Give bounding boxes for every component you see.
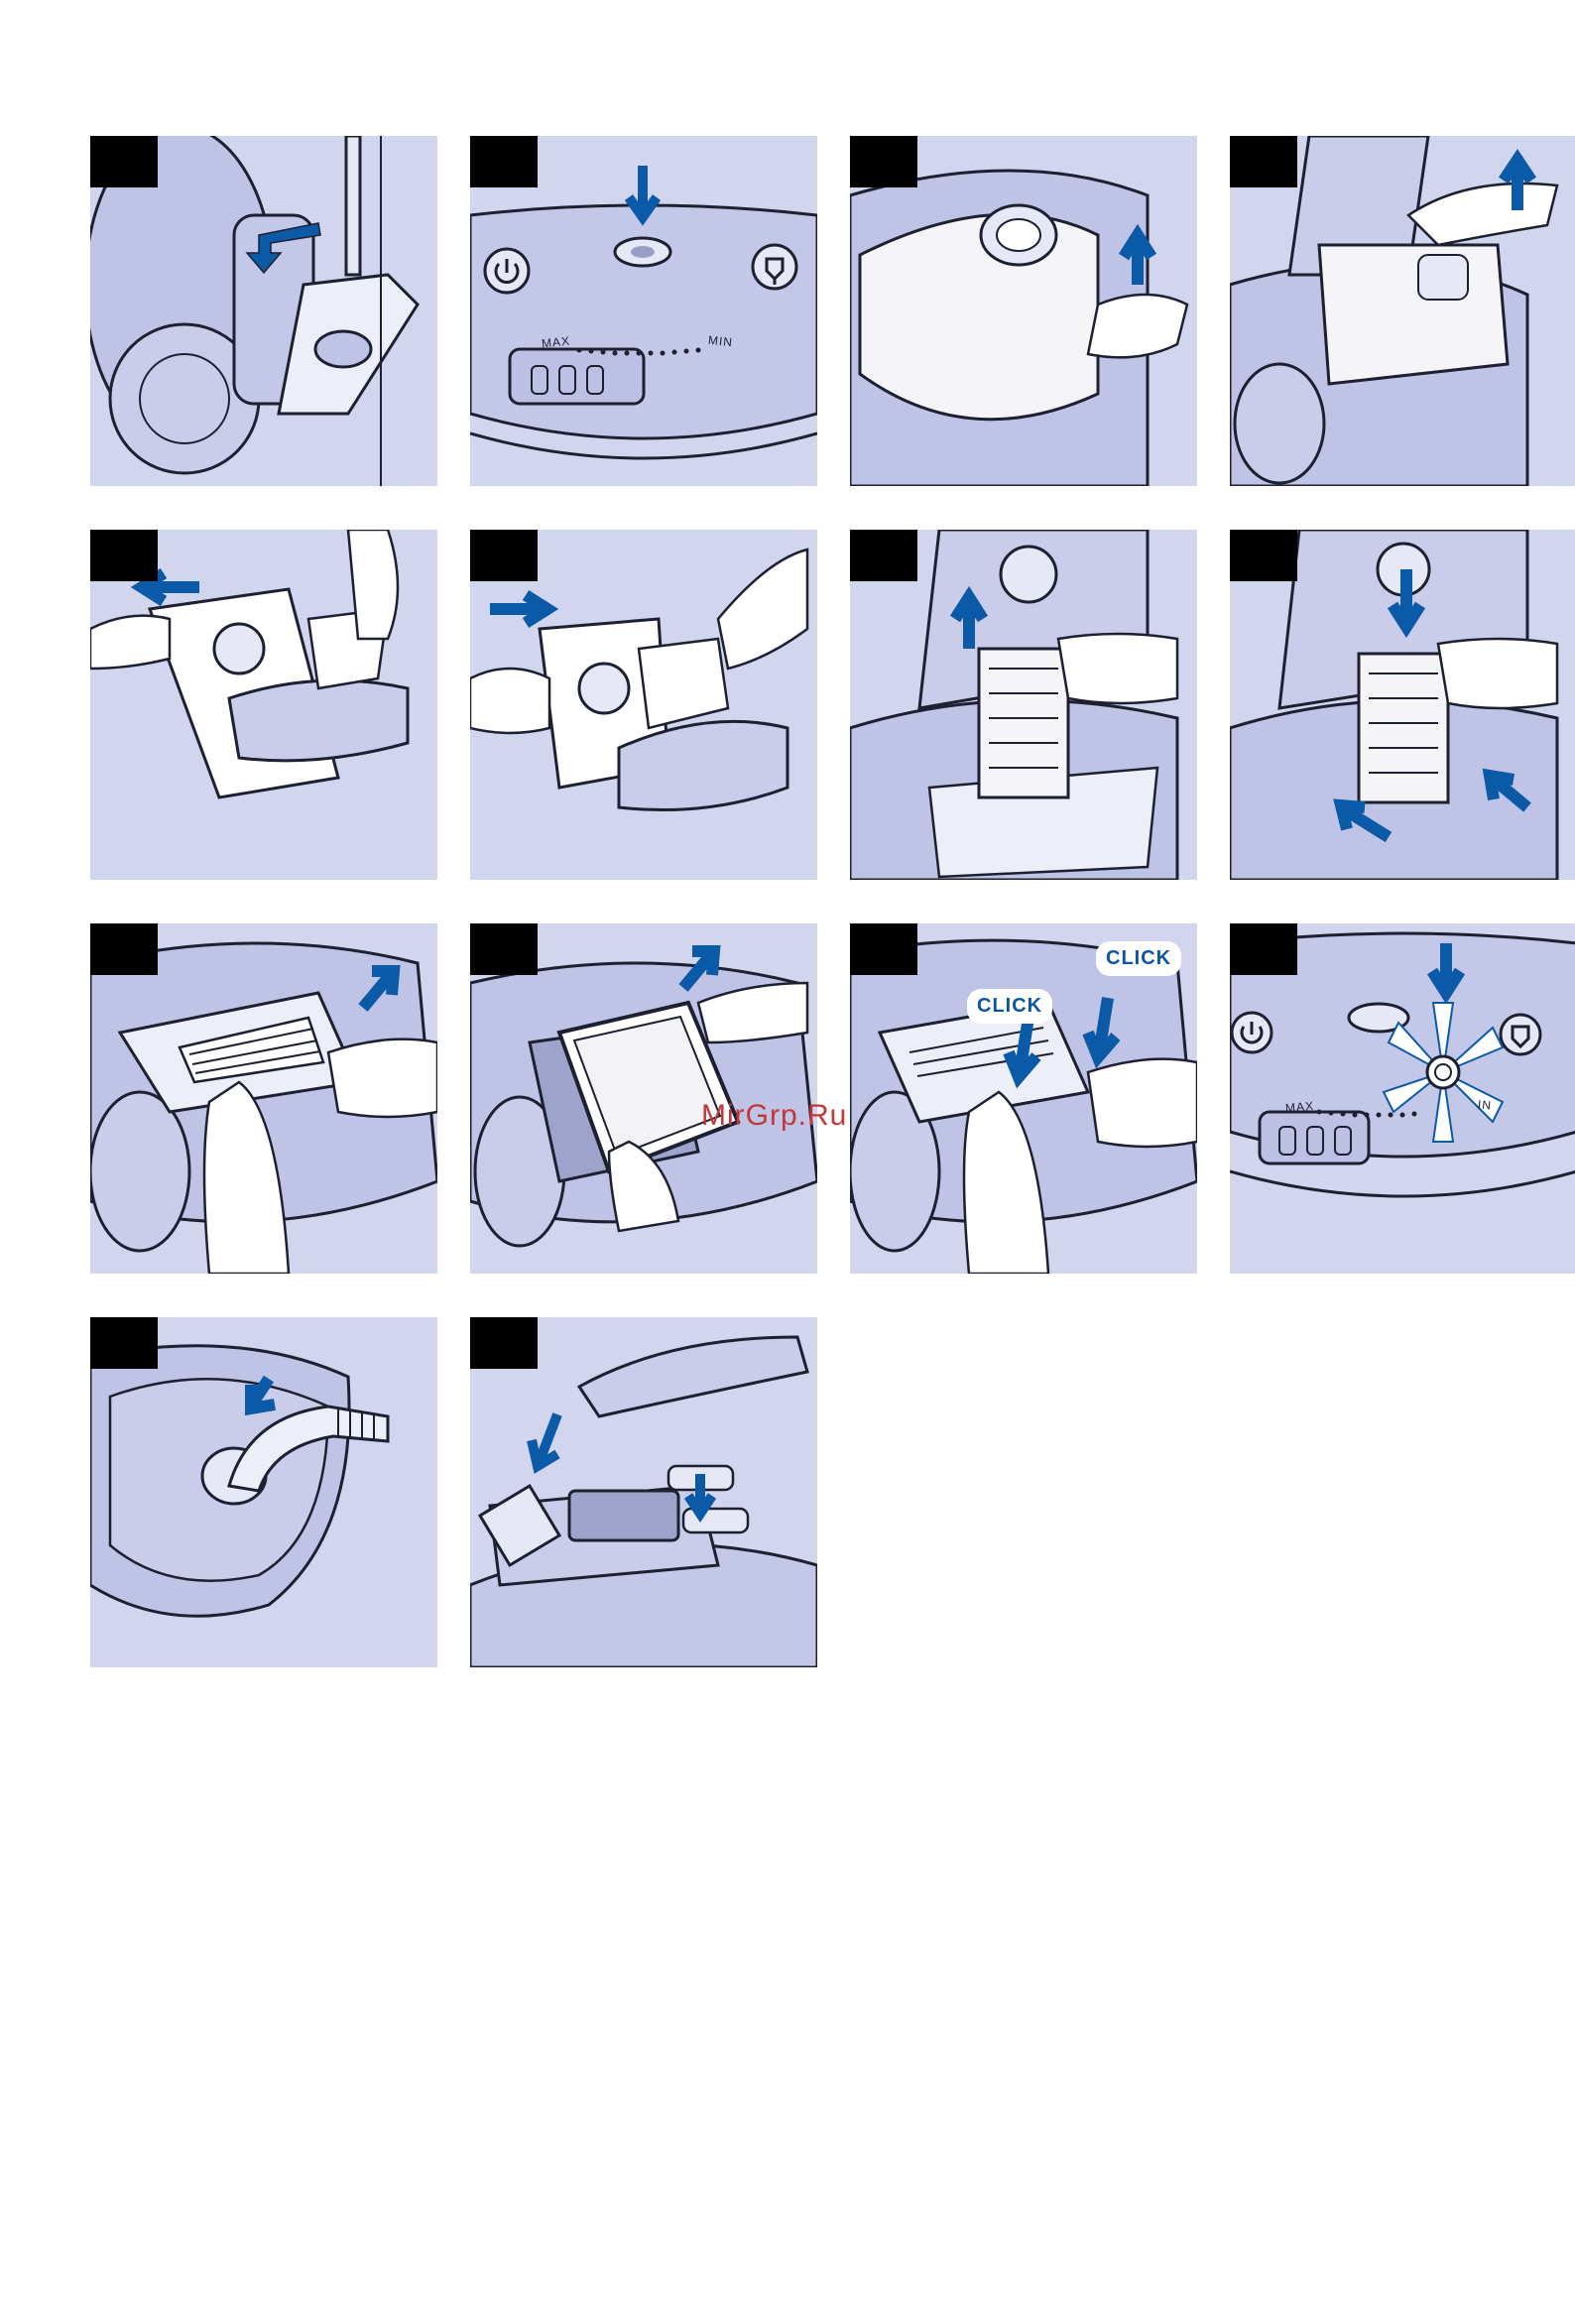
remove-exhaust-grille-illustration (90, 923, 437, 1274)
max-label: MAX (541, 334, 570, 351)
step-number-box (90, 136, 158, 187)
step-number-box (850, 136, 917, 187)
click-label-2: CLICK (1096, 941, 1181, 976)
remove-motor-filter-illustration (850, 530, 1197, 880)
min-label: MIN (707, 333, 733, 350)
step-number-box (1230, 923, 1297, 975)
step-number-box (850, 530, 917, 581)
panel-2: MAX MIN (470, 136, 817, 486)
step-number-box (850, 923, 917, 975)
panel-13 (90, 1317, 437, 1667)
panel-14 (470, 1317, 817, 1667)
control-panel-illustration (470, 136, 817, 486)
battery-compartment-illustration (470, 1317, 817, 1667)
step-number-box (1230, 136, 1297, 187)
step-number-box (470, 530, 538, 581)
panel-6 (470, 530, 817, 880)
max-label: MAX (1284, 1099, 1314, 1115)
connect-hose-illustration (90, 1317, 437, 1667)
lift-bag-holder-illustration (1230, 136, 1575, 486)
panel-5 (90, 530, 437, 880)
min-label: IN (1477, 1097, 1492, 1112)
step-number-box (1230, 530, 1297, 581)
panel-1 (90, 136, 437, 486)
insert-bag-illustration (470, 530, 817, 880)
panel-7 (850, 530, 1197, 880)
arrow-down-left-icon (90, 136, 437, 486)
control-panel-light-illustration (1230, 923, 1575, 1274)
step-number-box (470, 923, 538, 975)
panel-12: MAX IN (1230, 923, 1575, 1274)
click-label-1: CLICK (967, 989, 1052, 1024)
step-number-box (90, 1317, 158, 1369)
panel-8 (1230, 530, 1575, 880)
step-number-box (90, 530, 158, 581)
remove-bag-illustration (90, 530, 437, 880)
step-number-box (470, 1317, 538, 1369)
panel-9 (90, 923, 437, 1274)
panel-3 (850, 136, 1197, 486)
insert-motor-filter-illustration (1230, 530, 1575, 880)
step-number-box (90, 923, 158, 975)
panel-4 (1230, 136, 1575, 486)
panel-11: CLICK CLICK (850, 923, 1197, 1274)
step-number-box (470, 136, 538, 187)
open-cover-illustration (850, 136, 1197, 486)
watermark: MirGrp.Ru (701, 1099, 847, 1133)
